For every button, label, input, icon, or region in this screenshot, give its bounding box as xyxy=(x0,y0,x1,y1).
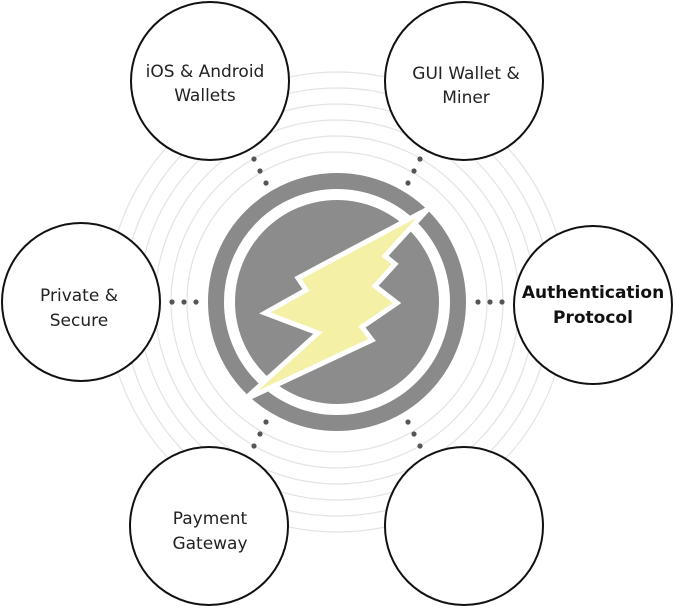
connector-dot xyxy=(405,180,411,186)
connector-dot xyxy=(411,431,417,437)
node-label-line1: iOS & Android xyxy=(146,62,265,82)
connector-dot xyxy=(193,299,199,305)
ring xyxy=(186,151,488,453)
node-circle xyxy=(384,1,544,161)
connector-bottom-right xyxy=(405,419,423,449)
node-label-line2: Protocol xyxy=(553,308,633,328)
connector-dots xyxy=(169,156,505,449)
connector-dot xyxy=(181,299,187,305)
connector-payment-gateway xyxy=(251,419,269,449)
node-circle xyxy=(130,1,290,161)
node-ios-android: iOS & Android Wallets xyxy=(130,1,290,161)
node-authentication: Authentication Protocol xyxy=(513,225,673,385)
node-circle xyxy=(129,446,289,606)
connector-dot xyxy=(257,168,263,174)
connector-dot xyxy=(169,299,175,305)
node-bottom-right xyxy=(384,446,544,606)
node-gui-wallet: GUI Wallet & Miner xyxy=(384,1,544,161)
connector-dot xyxy=(499,299,505,305)
connector-private-secure xyxy=(169,299,199,305)
logo-outer-ring xyxy=(208,173,466,431)
node-circle xyxy=(1,222,161,382)
center-logo xyxy=(208,173,466,431)
connector-dot xyxy=(411,168,417,174)
node-label-line2: Gateway xyxy=(172,534,247,554)
node-label-line1: Private & xyxy=(40,286,118,306)
node-circle xyxy=(384,446,544,606)
connector-dot xyxy=(405,419,411,425)
node-label-line2: Miner xyxy=(442,88,490,108)
connector-dot xyxy=(417,443,423,449)
node-label-line2: Wallets xyxy=(174,86,236,106)
node-label-line1: Authentication xyxy=(522,283,664,303)
connector-dot xyxy=(257,431,263,437)
connector-dot xyxy=(475,299,481,305)
node-label-line1: GUI Wallet & xyxy=(412,64,519,84)
lightning-bolt-icon xyxy=(242,206,430,403)
node-circle xyxy=(513,225,673,385)
connector-dot xyxy=(417,156,423,162)
connector-dot xyxy=(487,299,493,305)
connector-dot xyxy=(263,180,269,186)
connector-gui-wallet xyxy=(405,156,423,186)
node-label-line2: Secure xyxy=(50,311,108,331)
connector-dot xyxy=(263,419,269,425)
connector-dot xyxy=(251,443,257,449)
connector-dot xyxy=(251,156,257,162)
node-payment-gateway: Payment Gateway xyxy=(129,446,289,606)
node-private-secure: Private & Secure xyxy=(1,222,161,382)
node-label-line1: Payment xyxy=(173,509,248,529)
connector-authentication xyxy=(475,299,505,305)
connector-ios-android xyxy=(251,156,269,186)
